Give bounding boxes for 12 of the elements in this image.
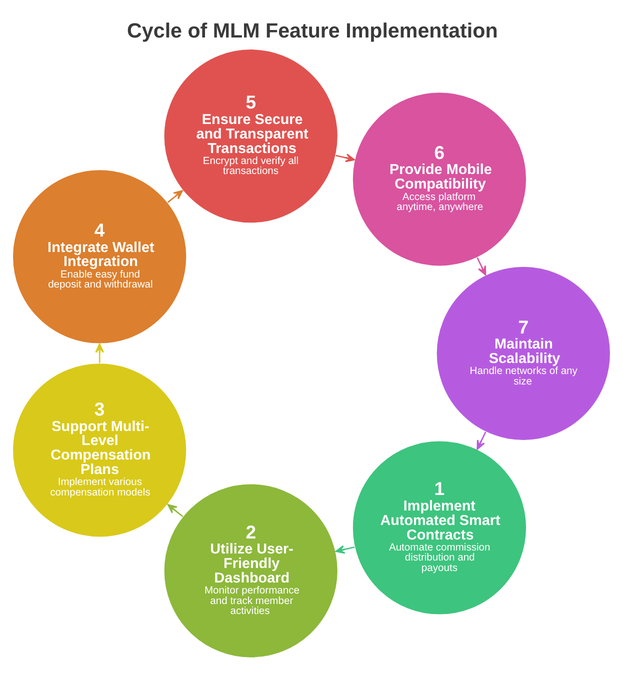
arrow — [167, 190, 183, 202]
node-circle: 4 Integrate Wallet Integration Enable easy fund deposit and withdrawal — [12, 168, 188, 344]
arrow — [336, 153, 355, 162]
arrow — [476, 431, 486, 450]
arrow — [95, 342, 104, 363]
arrow — [335, 544, 355, 554]
arrow — [476, 256, 486, 275]
node-circle: 2 Utilize User-Friendly Dashboard Monitor performance and track member activities — [163, 482, 338, 658]
node-circle: 5 Ensure Secure and Transparent Transactions Encrypt and verify all transactions — [163, 48, 338, 224]
arrow — [167, 504, 184, 517]
node-circle: 3 Support Multi-Level Compensation Plans Implement various compensation models — [12, 362, 188, 538]
diagram-title: Cycle of MLM Feature Implementation — [127, 19, 498, 42]
